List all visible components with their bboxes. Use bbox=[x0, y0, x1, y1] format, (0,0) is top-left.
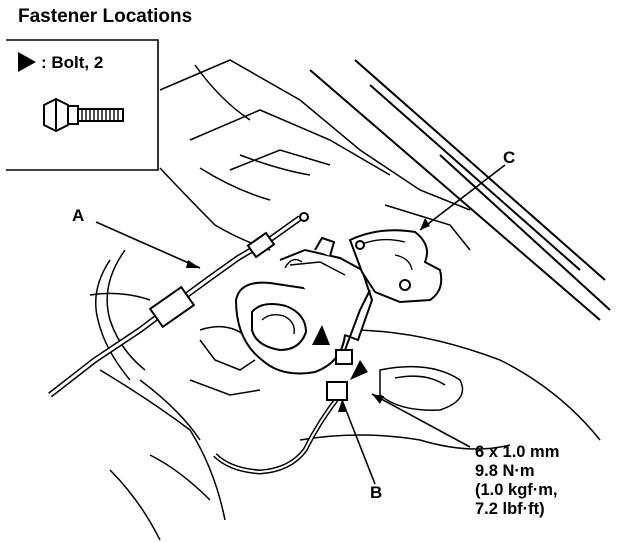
leader-arrowhead bbox=[372, 394, 384, 404]
torque-spec: 6 x 1.0 mm 9.8 N·m (1.0 kgf·m, 7.2 lbf·f… bbox=[475, 443, 559, 519]
cable-a bbox=[48, 215, 302, 398]
callout-b: B bbox=[370, 483, 383, 502]
callout-c: C bbox=[503, 148, 516, 167]
spec-line-1: 6 x 1.0 mm bbox=[475, 443, 560, 461]
leader-arrowhead bbox=[420, 218, 430, 230]
leader-lines bbox=[95, 164, 506, 485]
frame-rail bbox=[309, 59, 611, 321]
bolt-arrow-icon bbox=[312, 325, 330, 345]
spec-line-2: 9.8 N·m bbox=[475, 462, 535, 480]
bolt-arrow-icon bbox=[18, 52, 36, 72]
latch-assembly bbox=[234, 236, 374, 375]
bolt-arrow-icon bbox=[350, 360, 368, 380]
legend-label: : Bolt, 2 bbox=[41, 53, 104, 72]
connector-upper bbox=[335, 349, 353, 365]
connector-b bbox=[326, 381, 348, 401]
leader-arrowhead bbox=[186, 260, 200, 268]
figure-title: Fastener Locations bbox=[18, 6, 193, 27]
callout-a: A bbox=[72, 206, 85, 225]
legend-box bbox=[6, 39, 159, 171]
part-c-bracket bbox=[348, 229, 443, 304]
cable-end bbox=[299, 212, 309, 222]
spec-line-4: 7.2 lbf·ft) bbox=[475, 500, 545, 518]
spec-line-3: (1.0 kgf·m, bbox=[475, 481, 558, 499]
wire-harness bbox=[213, 289, 371, 475]
bolt-icon bbox=[43, 97, 124, 133]
leader-arrowhead bbox=[338, 400, 346, 412]
body-panel-lines bbox=[89, 59, 601, 541]
